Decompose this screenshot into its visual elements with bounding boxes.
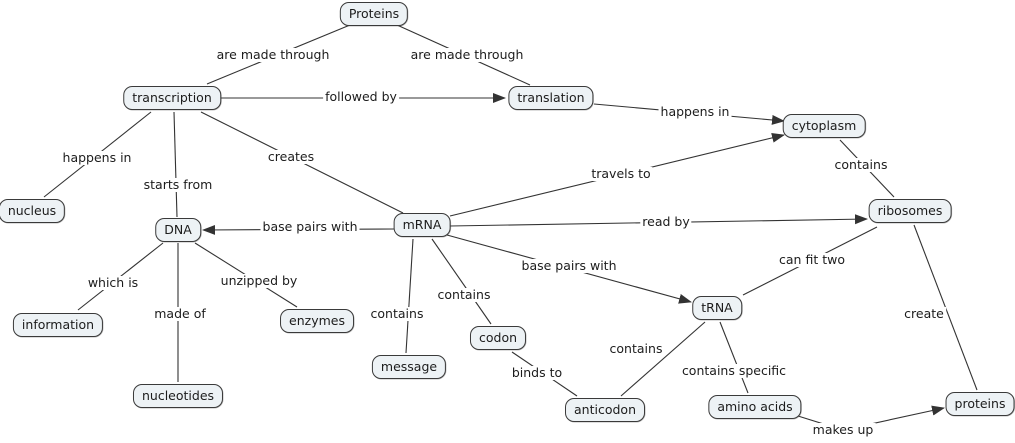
- edge-label-mrna-codon[interactable]: contains: [435, 287, 493, 302]
- node-transcription[interactable]: transcription: [123, 86, 221, 110]
- node-proteins-top[interactable]: Proteins: [339, 2, 409, 26]
- edge-label-dna-enzymes[interactable]: unzipped by: [218, 273, 300, 288]
- node-trna[interactable]: tRNA: [692, 296, 742, 320]
- node-translation[interactable]: translation: [508, 86, 594, 110]
- node-nucleotides[interactable]: nucleotides: [132, 384, 224, 408]
- edge-label-mrna-ribosomes[interactable]: read by: [640, 214, 692, 229]
- edge-label-transcription-dna[interactable]: starts from: [141, 177, 215, 192]
- edge-line-mrna-message: [405, 238, 414, 354]
- edge-label-mrna-trna[interactable]: base pairs with: [519, 258, 619, 273]
- edge-label-dna-information[interactable]: which is: [85, 275, 141, 290]
- node-mrna[interactable]: mRNA: [393, 213, 451, 237]
- node-message[interactable]: message: [371, 355, 447, 379]
- edge-line-transcription-dna: [173, 111, 178, 218]
- edge-label-transcription-translation[interactable]: followed by: [323, 89, 399, 104]
- edge-label-amino-acids-proteins[interactable]: makes up: [810, 422, 876, 437]
- edge-label-proteins-transcription[interactable]: are made through: [214, 47, 332, 62]
- edge-label-trna-anticodon[interactable]: contains: [607, 341, 665, 356]
- edge-label-transcription-nucleus[interactable]: happens in: [60, 150, 134, 165]
- edge-label-mrna-cytoplasm[interactable]: travels to: [589, 166, 653, 181]
- edge-line-trna-amino-acids: [719, 321, 749, 394]
- edge-label-proteins-translation[interactable]: are made through: [408, 47, 526, 62]
- node-enzymes[interactable]: enzymes: [280, 309, 354, 333]
- node-information[interactable]: information: [12, 313, 104, 337]
- edge-label-codon-anticodon[interactable]: binds to: [509, 365, 565, 380]
- edge-label-ribosomes-trna[interactable]: can fit two: [777, 252, 847, 267]
- node-amino-acids[interactable]: amino acids: [708, 395, 802, 419]
- node-codon[interactable]: codon: [469, 326, 527, 350]
- node-nucleus[interactable]: nucleus: [0, 199, 66, 223]
- node-ribosomes[interactable]: ribosomes: [868, 199, 952, 223]
- edge-label-mrna-dna[interactable]: base pairs with: [260, 219, 360, 234]
- node-cytoplasm[interactable]: cytoplasm: [782, 114, 866, 138]
- edge-label-cytoplasm-ribosomes[interactable]: contains: [832, 157, 890, 172]
- edge-label-trna-amino-acids[interactable]: contains specific: [679, 363, 789, 378]
- edge-label-dna-nucleotides[interactable]: made of: [152, 306, 208, 321]
- edge-line-mrna-codon: [431, 238, 492, 325]
- edge-label-mrna-message[interactable]: contains: [368, 306, 426, 321]
- edge-line-trna-anticodon: [620, 321, 706, 397]
- node-dna[interactable]: DNA: [155, 218, 201, 242]
- edge-label-transcription-mrna[interactable]: creates: [265, 149, 317, 164]
- edge-label-translation-cytoplasm[interactable]: happens in: [658, 104, 732, 119]
- edge-label-ribosomes-proteins[interactable]: create: [902, 306, 946, 321]
- node-anticodon[interactable]: anticodon: [565, 398, 645, 422]
- node-proteins-bottom[interactable]: proteins: [945, 392, 1015, 416]
